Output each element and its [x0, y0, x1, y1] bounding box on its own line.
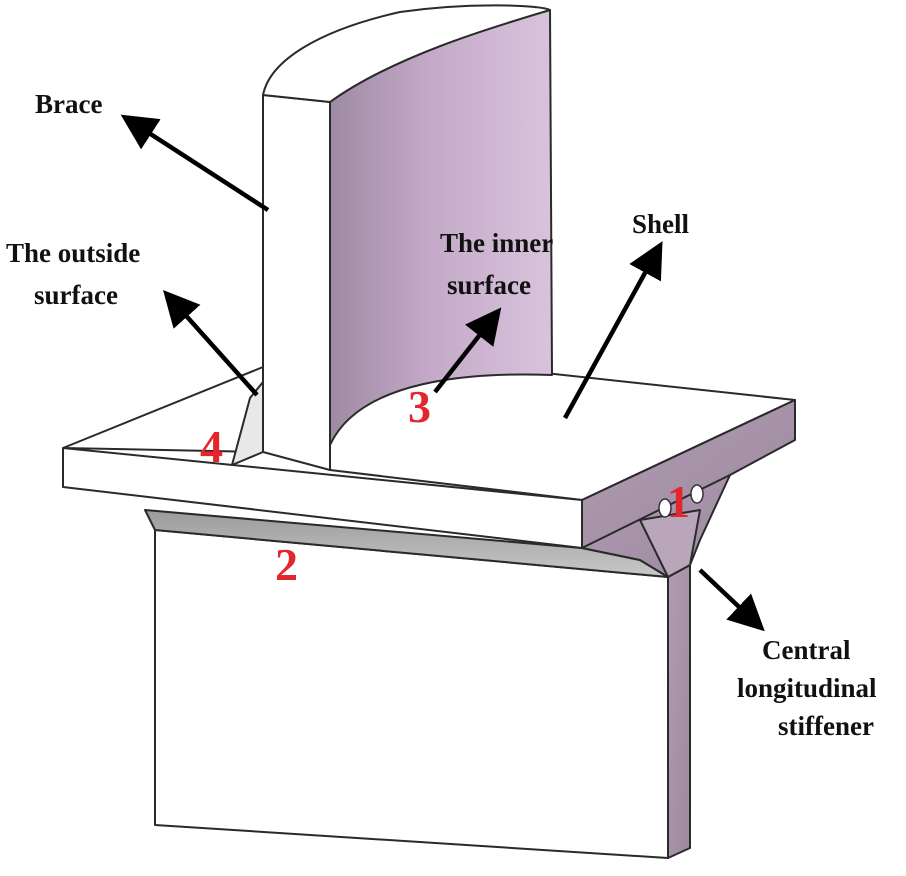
shell-arrow	[563, 241, 663, 420]
marker-1: 1	[667, 476, 690, 527]
brace-top-rim	[262, 4, 551, 103]
inner-surface-arrow	[433, 307, 502, 394]
marker-3: 3	[408, 381, 431, 432]
label-shell: Shell	[632, 209, 690, 239]
lower-block-front	[154, 529, 669, 859]
outside-surface-arrow	[162, 289, 259, 397]
brace-arrow	[120, 114, 270, 212]
label-stiffener-line3: stiffener	[778, 711, 874, 741]
lower-block	[154, 529, 691, 859]
label-inner-line1: The inner	[440, 228, 553, 258]
stiffener-arrow	[698, 568, 765, 632]
label-outside-line1: The outside	[6, 238, 140, 268]
label-stiffener-line1: Central	[762, 635, 851, 665]
stiffener-web-end	[639, 509, 701, 578]
marker-4: 4	[200, 421, 223, 472]
brace-outer-face	[262, 94, 331, 471]
label-outside-line2: surface	[34, 280, 118, 310]
stiffener-hole-right	[690, 484, 704, 504]
label-stiffener-line2: longitudinal	[737, 673, 877, 703]
label-brace: Brace	[35, 89, 102, 119]
lower-block-side	[667, 564, 691, 859]
stiffener-hole-left	[658, 498, 672, 518]
marker-2: 2	[275, 539, 298, 590]
shell-plate-side	[581, 399, 796, 549]
label-inner-line2: surface	[447, 270, 531, 300]
